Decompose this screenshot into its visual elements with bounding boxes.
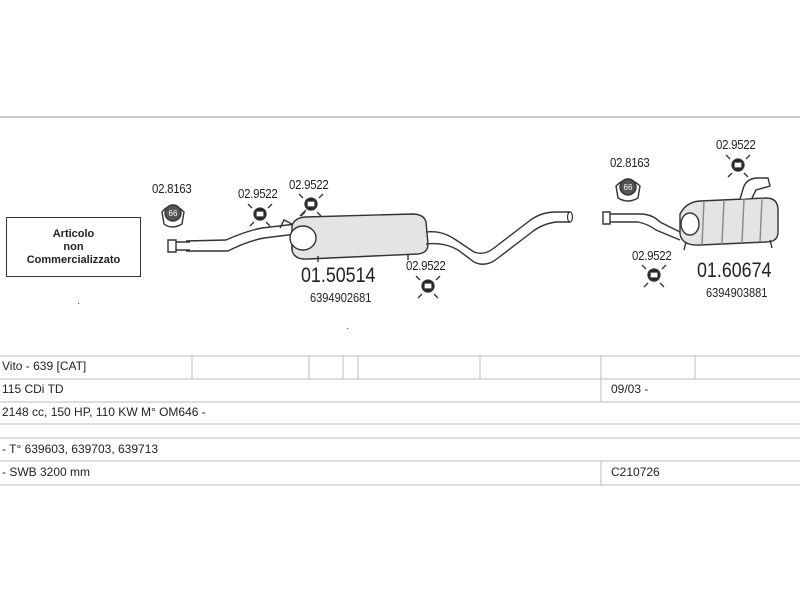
ref-rear-hanger-bottom[interactable]: 02.9522 xyxy=(632,248,672,263)
rear-pipe-inlet xyxy=(602,211,681,241)
version-cell: 115 CDi TD xyxy=(2,382,64,396)
ref-front-hanger-c[interactable]: 02.9522 xyxy=(406,258,446,273)
ref-front-mount[interactable]: 02.8163 xyxy=(152,181,192,196)
front-oem-number: 6394902681 xyxy=(310,290,372,305)
rear-hanger-bottom-icon xyxy=(641,264,667,288)
front-pipe xyxy=(185,223,297,252)
front-hanger-a-icon xyxy=(247,203,273,227)
ref-rear-mount[interactable]: 02.8163 xyxy=(610,155,650,170)
not-sold-line-2: non xyxy=(63,240,84,253)
rear-oem-number: 6394903881 xyxy=(706,285,768,300)
date-cell: 09/03 - xyxy=(611,382,649,396)
front-muffler xyxy=(279,209,429,262)
front-mount-badge: 66 xyxy=(169,209,178,218)
rear-hanger-top-icon xyxy=(725,154,751,178)
front-part-number[interactable]: 01.50514 xyxy=(301,264,376,287)
left-dot: · xyxy=(77,298,80,309)
not-sold-line-3: Commercializzato xyxy=(26,253,121,266)
engine-cell: 2148 cc, 150 HP, 110 KW M° OM646 - xyxy=(2,405,206,419)
front-dot: · xyxy=(346,323,349,334)
front-pipe-inlet xyxy=(167,239,190,253)
front-tailpipe-end xyxy=(566,211,574,223)
front-hanger-c-icon xyxy=(415,275,441,299)
not-sold-notice: Articolo non Commercializzato xyxy=(6,217,141,277)
vehicle-table-grid xyxy=(0,355,800,486)
model-cell: Vito - 639 [CAT] xyxy=(2,359,87,373)
not-sold-line-1: Articolo xyxy=(52,227,95,240)
front-hanger-b-icon xyxy=(298,193,324,217)
front-mount-66: 66 xyxy=(161,204,185,228)
types-cell: - T° 639603, 639703, 639713 xyxy=(2,442,159,456)
rear-mount-66: 66 xyxy=(615,178,641,202)
ref-front-hanger-b[interactable]: 02.9522 xyxy=(289,177,329,192)
wheelbase-cell: - SWB 3200 mm xyxy=(2,465,91,479)
code-cell: C210726 xyxy=(611,465,660,479)
rear-mount-badge: 66 xyxy=(624,183,633,192)
rear-muffler xyxy=(679,177,779,251)
front-tailpipe xyxy=(425,211,570,265)
ref-rear-hanger-top[interactable]: 02.9522 xyxy=(716,137,756,152)
ref-front-hanger-a[interactable]: 02.9522 xyxy=(238,186,278,201)
rear-part-number[interactable]: 01.60674 xyxy=(697,259,772,282)
